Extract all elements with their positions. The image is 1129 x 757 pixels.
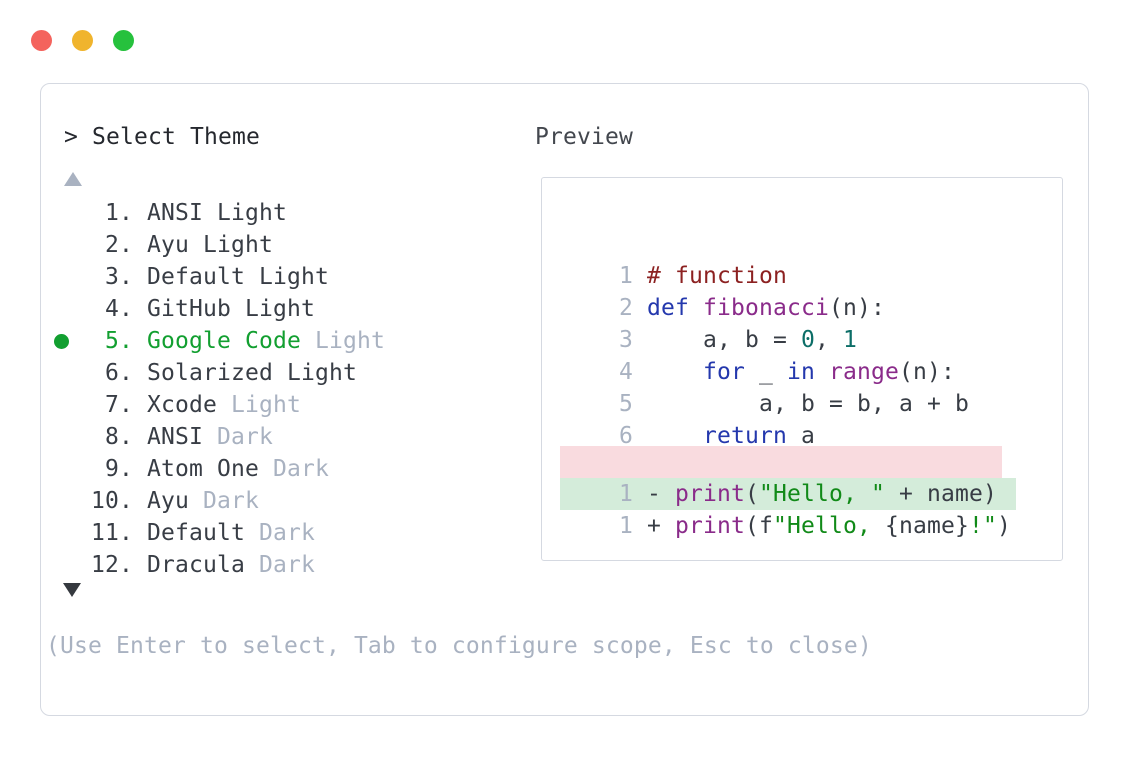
item-suffix: Dark	[189, 488, 259, 514]
theme-list-item[interactable]: 3. Default Light	[54, 261, 385, 293]
line-number: 1	[619, 263, 633, 289]
item-label: Atom One Dark	[147, 453, 329, 485]
code-line: 1 # function	[563, 228, 787, 289]
code-text: return a	[703, 423, 815, 449]
diff-line-removed: 1 - print("Hello, " + name)	[560, 446, 1002, 507]
item-name: ANSI	[147, 424, 203, 450]
item-name: Atom One	[147, 456, 259, 482]
line-number: 1	[619, 513, 633, 539]
code-text: a, b = 0, 1	[647, 327, 857, 353]
select-theme-prompt: > Select Theme	[64, 124, 260, 150]
maximize-button-icon[interactable]	[113, 30, 134, 51]
selection-bullet-icon	[54, 333, 91, 349]
item-suffix: Light	[300, 328, 385, 354]
code-text: def fibonacci(n):	[647, 295, 885, 321]
theme-list-item[interactable]: 8. ANSI Dark	[54, 421, 385, 453]
item-name: GitHub Light	[147, 296, 315, 322]
code-line: 3 a, b = 0, 1	[563, 292, 857, 353]
item-label: GitHub Light	[147, 293, 315, 325]
close-button-icon[interactable]	[31, 30, 52, 51]
item-label: Xcode Light	[147, 389, 301, 421]
item-number: 7.	[105, 392, 133, 418]
theme-list-item[interactable]: 11. Default Dark	[54, 517, 385, 549]
item-label: Google Code Light	[147, 325, 385, 357]
code-line: 6 return a	[563, 388, 815, 449]
item-suffix: Dark	[244, 520, 315, 546]
item-number: 6.	[105, 360, 133, 386]
item-number: 11.	[91, 520, 133, 546]
item-suffix: Dark	[203, 424, 273, 450]
theme-list: 1. ANSI Light 2. Ayu Light 3. Default Li…	[54, 197, 385, 581]
item-number: 5.	[105, 328, 133, 354]
item-label: Default Light	[147, 261, 329, 293]
theme-list-item[interactable]: 10. Ayu Dark	[54, 485, 385, 517]
theme-list-item[interactable]: 9. Atom One Dark	[54, 453, 385, 485]
item-number: 8.	[105, 424, 133, 450]
diff-line-added: 1 + print(f"Hello, {name}!")	[560, 478, 1016, 539]
item-number: 4.	[105, 296, 133, 322]
theme-list-item[interactable]: 6. Solarized Light	[54, 357, 385, 389]
theme-list-item[interactable]: 5. Google Code Light	[54, 325, 385, 357]
minimize-button-icon[interactable]	[72, 30, 93, 51]
line-number: 1	[619, 481, 633, 507]
item-name: Ayu	[147, 488, 189, 514]
item-label: Solarized Light	[147, 357, 357, 389]
code-text: a, b = b, a + b	[647, 391, 969, 417]
theme-list-item[interactable]: 7. Xcode Light	[54, 389, 385, 421]
code-block: 1 # function 2 def fibonacci(n): 3 a, b = …	[542, 178, 1062, 539]
theme-picker-dialog: > Select Theme 1. ANSI Light 2. Ayu Ligh…	[40, 83, 1089, 716]
code-text: for _ in range(n):	[703, 359, 955, 385]
item-label: ANSI Dark	[147, 421, 273, 453]
line-number: 6	[619, 423, 633, 449]
code-text: - print("Hello, " + name)	[647, 481, 997, 507]
item-label: Dracula Dark	[147, 549, 315, 581]
item-name: Default Light	[147, 264, 329, 290]
line-number: 5	[619, 391, 633, 417]
item-name: Solarized Light	[147, 360, 357, 386]
item-label: Ayu Dark	[147, 485, 259, 517]
line-number: 4	[619, 359, 633, 385]
item-suffix: Light	[217, 392, 301, 418]
theme-list-item[interactable]: 2. Ayu Light	[54, 229, 385, 261]
theme-list-item[interactable]: 4. GitHub Light	[54, 293, 385, 325]
item-name: Dracula	[147, 552, 245, 578]
code-line: 4 for _ in range(n):	[563, 324, 955, 385]
code-line: 5 a, b = b, a + b	[563, 356, 969, 417]
item-name: Default	[147, 520, 245, 546]
item-suffix: Dark	[244, 552, 315, 578]
theme-list-item[interactable]: 12. Dracula Dark	[54, 549, 385, 581]
scroll-down-icon[interactable]	[63, 583, 81, 597]
code-text: + print(f"Hello, {name}!")	[647, 513, 1011, 539]
line-number: 3	[619, 327, 633, 353]
theme-list-item[interactable]: 1. ANSI Light	[54, 197, 385, 229]
item-label: Default Dark	[147, 517, 315, 549]
item-label: Ayu Light	[147, 229, 273, 261]
item-name: Ayu Light	[147, 232, 273, 258]
preview-label: Preview	[535, 124, 633, 150]
item-name: ANSI Light	[147, 200, 287, 226]
footer-hint: (Use Enter to select, Tab to configure s…	[46, 633, 872, 659]
window-controls	[31, 30, 134, 51]
line-number: 2	[619, 295, 633, 321]
item-number: 9.	[105, 456, 133, 482]
item-number: 3.	[105, 264, 133, 290]
code-text: # function	[647, 263, 787, 289]
item-name: Google Code	[147, 328, 301, 354]
item-number: 12.	[91, 552, 133, 578]
item-number: 2.	[105, 232, 133, 258]
item-name: Xcode	[147, 392, 217, 418]
preview-pane: 1 # function 2 def fibonacci(n): 3 a, b = …	[541, 177, 1063, 561]
item-number: 10.	[91, 488, 133, 514]
item-suffix: Dark	[258, 456, 329, 482]
item-number: 1.	[105, 200, 133, 226]
item-label: ANSI Light	[147, 197, 287, 229]
code-line: 2 def fibonacci(n):	[563, 260, 885, 321]
scroll-up-icon[interactable]	[64, 172, 82, 186]
